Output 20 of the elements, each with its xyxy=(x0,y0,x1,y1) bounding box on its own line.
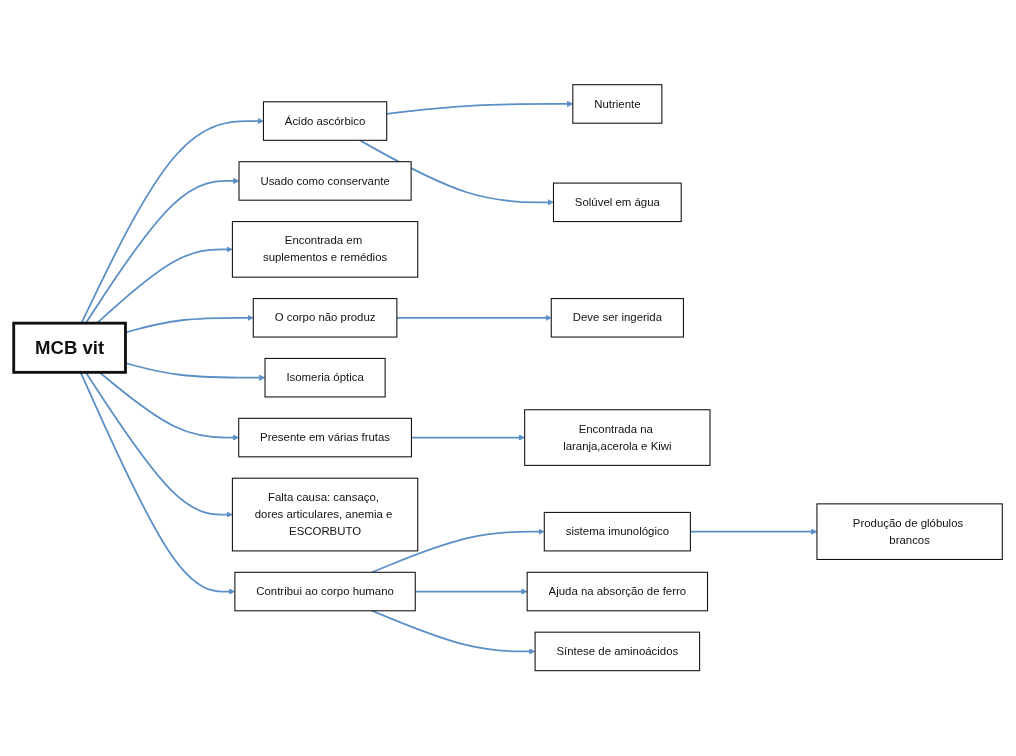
node-box: Encontrada na laranja,acerola e Kiwi xyxy=(524,409,711,467)
node-box: Contribui ao corpo humano xyxy=(234,572,416,612)
node-box: Síntese de aminoácidos xyxy=(534,631,701,672)
node-box: sistema imunológico xyxy=(543,512,691,552)
arrow xyxy=(358,139,554,206)
node-box: Nutriente xyxy=(572,84,663,125)
node-box: Isomeria óptica xyxy=(264,358,386,398)
node-box: MCB vit xyxy=(12,322,127,375)
node-box: Ajuda na absorção de ferro xyxy=(526,572,709,612)
node-box: Deve ser ingerida xyxy=(550,298,684,338)
node-box: O corpo não produz xyxy=(252,298,398,338)
node-box: Produção de glóbulos brancos xyxy=(816,503,1003,561)
node-box: Falta causa: cansaço, dores articulares, anemia e ESCORBUTO xyxy=(231,477,419,552)
node-box: Encontrada em suplementos e remédios xyxy=(231,221,419,279)
node-box: Solúvel em água xyxy=(552,182,682,223)
node-box: Usado como conservante xyxy=(238,161,412,202)
node-box: Ácido ascórbico xyxy=(262,101,388,142)
node-box: Presente em várias frutas xyxy=(238,418,412,458)
arrow xyxy=(396,315,552,322)
arrow xyxy=(371,528,545,574)
